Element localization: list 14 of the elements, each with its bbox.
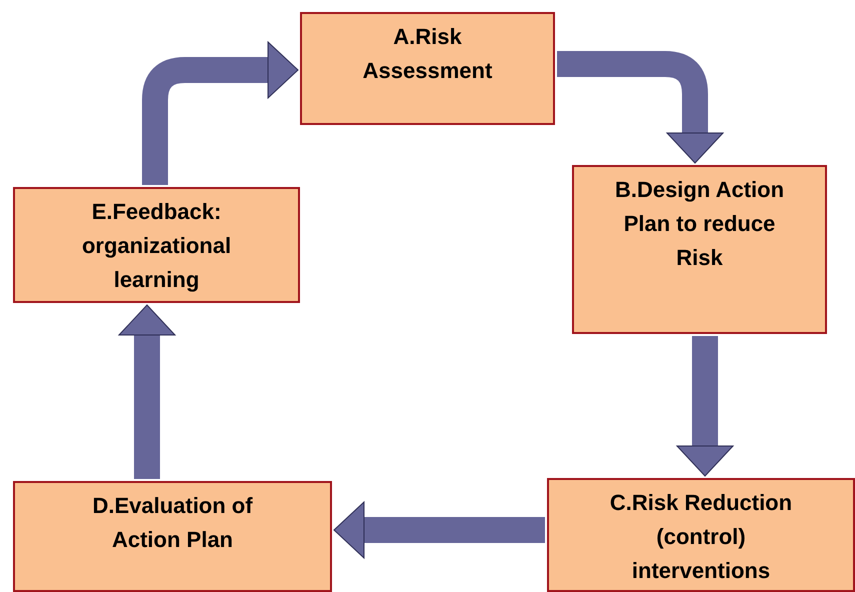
process-box — [13, 481, 332, 592]
block-arrow — [118, 304, 176, 479]
process-box — [547, 478, 855, 592]
block-arrow — [334, 502, 545, 558]
box-label: E.Feedback: organizational learning — [80, 198, 232, 294]
process-box — [13, 187, 300, 303]
process-box — [572, 165, 827, 334]
block-arrow — [557, 51, 724, 164]
block-arrow — [676, 336, 734, 476]
box-label: B.Design Action Plan to reduce Risk — [614, 176, 786, 272]
box-label: D.Evaluation of Action Plan — [91, 492, 254, 554]
process-box — [300, 12, 555, 125]
box-label: A.Risk Assessment — [362, 23, 494, 85]
box-label: C.Risk Reduction (control) interventions — [608, 489, 794, 585]
